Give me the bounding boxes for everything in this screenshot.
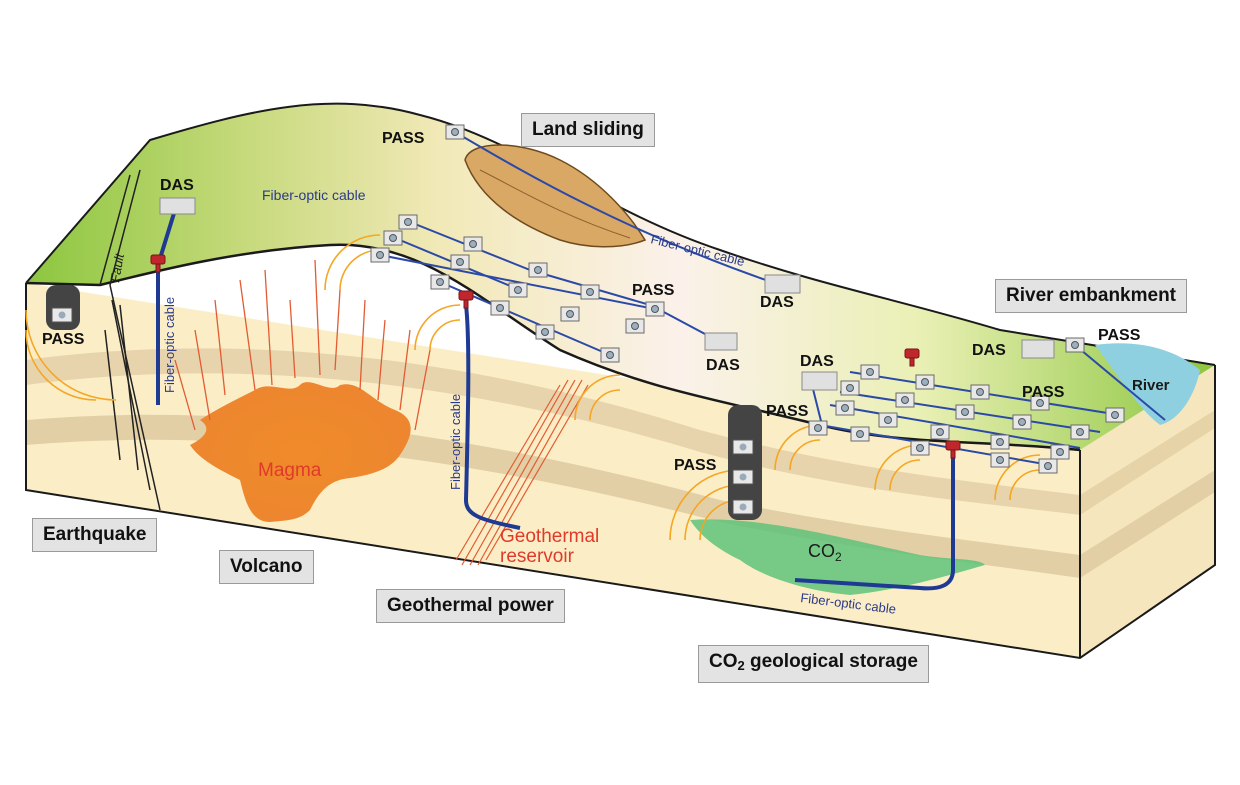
- label-co2-storage: CO2 geological storage: [698, 645, 929, 683]
- label-volcano: Volcano: [219, 550, 314, 584]
- geothermal-reservoir-label-1: Geothermal: [500, 526, 599, 547]
- cable-label-vertical-1: Fiber-optic cable: [162, 297, 177, 393]
- label-geothermal-power: Geothermal power: [376, 589, 565, 623]
- pass-sensor-icon: [1065, 337, 1085, 353]
- pass-sensor-icon: [915, 374, 935, 390]
- river-shape: [1095, 343, 1200, 425]
- wellhead-icon: [945, 440, 961, 459]
- pass-sensor-icon: [528, 262, 548, 278]
- pass-sensor-icon: [895, 392, 915, 408]
- label-land-sliding: Land sliding: [521, 113, 655, 147]
- cable-label-vertical-2: Fiber-optic cable: [448, 394, 463, 490]
- pass-sensor-icon: [835, 400, 855, 416]
- das-label: DAS: [800, 353, 834, 370]
- pass-label: PASS: [632, 282, 675, 299]
- das-label: DAS: [972, 342, 1006, 359]
- magma-label: Magma: [258, 460, 322, 481]
- pass-sensor-icon: [645, 301, 665, 317]
- pass-sensor-icon: [535, 324, 555, 340]
- pass-sensor-grid: [370, 124, 1125, 474]
- co2-plume: [690, 519, 985, 595]
- geothermal-reservoir-fracture: [455, 379, 589, 566]
- pass-sensor-icon: [1070, 424, 1090, 440]
- pass-sensor-icon: [910, 440, 930, 456]
- pass-sensor-icon: [878, 412, 898, 428]
- fault-lines: [99, 169, 161, 511]
- river-label: River: [1132, 377, 1170, 394]
- pass-sensor-icon: [1105, 407, 1125, 423]
- pass-borehole-left: [46, 285, 80, 330]
- pass-label: PASS: [674, 457, 717, 474]
- pass-sensor-icon: [508, 282, 528, 298]
- pass-sensor-icon: [1038, 458, 1058, 474]
- label-earthquake: Earthquake: [32, 518, 158, 552]
- wellhead-icons: [150, 254, 961, 459]
- pass-borehole-co2: [728, 405, 762, 520]
- pass-sensor-icon: [490, 300, 510, 316]
- pass-sensor-icon: [463, 236, 483, 252]
- pass-sensor-icon: [560, 306, 580, 322]
- pass-sensor-icon: [955, 404, 975, 420]
- pass-sensor-icon: [808, 420, 828, 436]
- pass-sensor-icon: [850, 426, 870, 442]
- pass-label: PASS: [766, 403, 809, 420]
- pass-sensor-icon: [990, 434, 1010, 450]
- pass-label: PASS: [382, 130, 425, 147]
- fault-label: Fault: [107, 251, 127, 283]
- pass-sensor-icon: [840, 380, 860, 396]
- geothermal-reservoir-label-2: reservoir: [500, 546, 575, 567]
- pass-label: PASS: [42, 331, 85, 348]
- pass-sensor-icon: [600, 347, 620, 363]
- pass-sensor-icon: [445, 124, 465, 140]
- pass-sensor-icon: [398, 214, 418, 230]
- pass-sensor-icon: [1012, 414, 1032, 430]
- pass-sensor-icon: [370, 247, 390, 263]
- pass-sensor-icon: [860, 364, 880, 380]
- label-river-embankment: River embankment: [995, 279, 1188, 313]
- cable-label-top: Fiber-optic cable: [262, 187, 366, 203]
- pass-sensor-icon: [383, 230, 403, 246]
- wellhead-icon: [458, 290, 474, 309]
- magma-body: [190, 382, 411, 522]
- das-units: [159, 197, 1055, 391]
- co2-label: CO2: [808, 541, 842, 564]
- inline-labels: DAS PASS PASS PASS DAS DAS DAS PASS PASS…: [42, 130, 1170, 474]
- pass-label: PASS: [1098, 327, 1141, 344]
- pass-sensor-icon: [450, 254, 470, 270]
- co2-storage-suffix: geological storage: [744, 651, 918, 672]
- wellhead-icon: [150, 254, 166, 273]
- pass-sensor-icon: [930, 424, 950, 440]
- pass-label: PASS: [1022, 384, 1065, 401]
- co2-storage-prefix: CO: [709, 651, 738, 672]
- pass-sensor-icon: [990, 452, 1010, 468]
- pass-sensor-icon: [625, 318, 645, 334]
- pass-sensor-icon: [1050, 444, 1070, 460]
- das-label: DAS: [706, 357, 740, 374]
- magma-dikes: [174, 259, 431, 431]
- pass-sensor-icon: [1030, 395, 1050, 411]
- das-label: DAS: [160, 177, 194, 194]
- das-label: DAS: [760, 294, 794, 311]
- pass-sensor-icon: [970, 384, 990, 400]
- pass-sensor-icon: [580, 284, 600, 300]
- wellhead-icon: [904, 348, 920, 367]
- landslide-area: [464, 144, 647, 248]
- co2-storage-sub: 2: [737, 658, 745, 673]
- pass-sensor-icon: [430, 274, 450, 290]
